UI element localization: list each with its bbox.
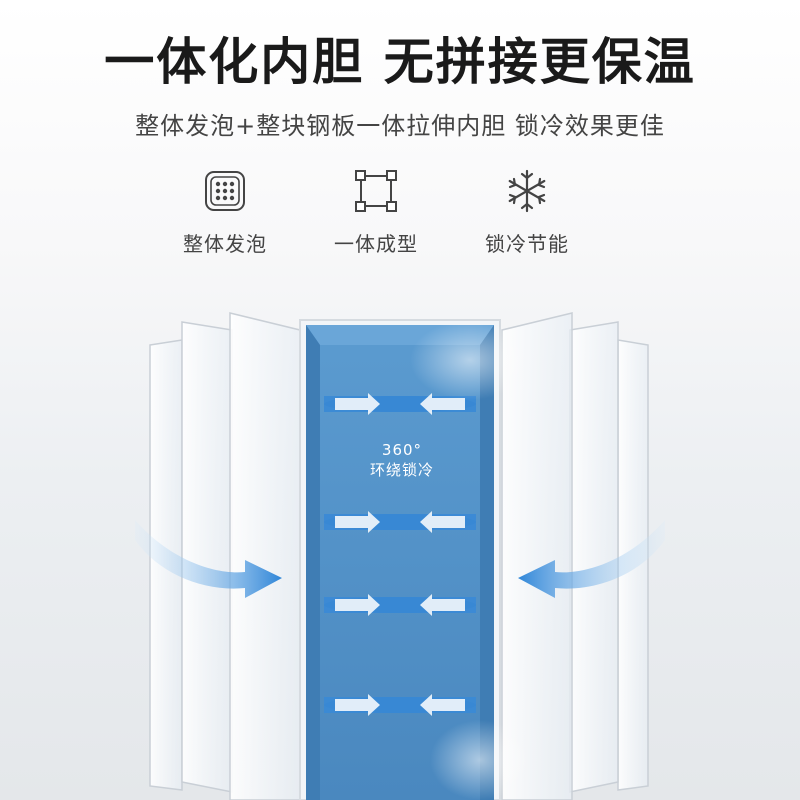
feature-foam: 整体发泡: [165, 168, 285, 257]
page-title: 一体化内胆 无拼接更保温: [104, 33, 696, 91]
feature-label: 锁冷节能: [485, 232, 569, 256]
right-airflow-arrow: [518, 520, 665, 598]
left-airflow-arrow: [135, 520, 282, 598]
feature-label: 一体成型: [334, 232, 418, 256]
cold-mist: [410, 320, 530, 400]
left-insulation-panels: [149, 312, 301, 800]
feature-label: 整体发泡: [183, 232, 267, 256]
feature-one-piece: 一体成型: [316, 168, 436, 257]
insulated-cabinet-illustration: [135, 312, 665, 800]
surround-cold-lock-label: 360° 环绕锁冷: [312, 440, 492, 480]
snowflake-icon: [508, 169, 546, 213]
page-subtitle: 整体发泡+整块钢板一体拉伸内胆 锁冷效果更佳: [135, 112, 665, 140]
one-piece-frame-icon: [355, 170, 397, 212]
lock-label: 环绕锁冷: [369, 461, 434, 479]
cold-mist: [430, 720, 530, 800]
inner-cold-arrows: [335, 393, 465, 716]
degree-label: 360°: [381, 441, 423, 459]
foam-grid-icon: [205, 171, 245, 211]
feature-energy: 锁冷节能: [467, 168, 587, 257]
